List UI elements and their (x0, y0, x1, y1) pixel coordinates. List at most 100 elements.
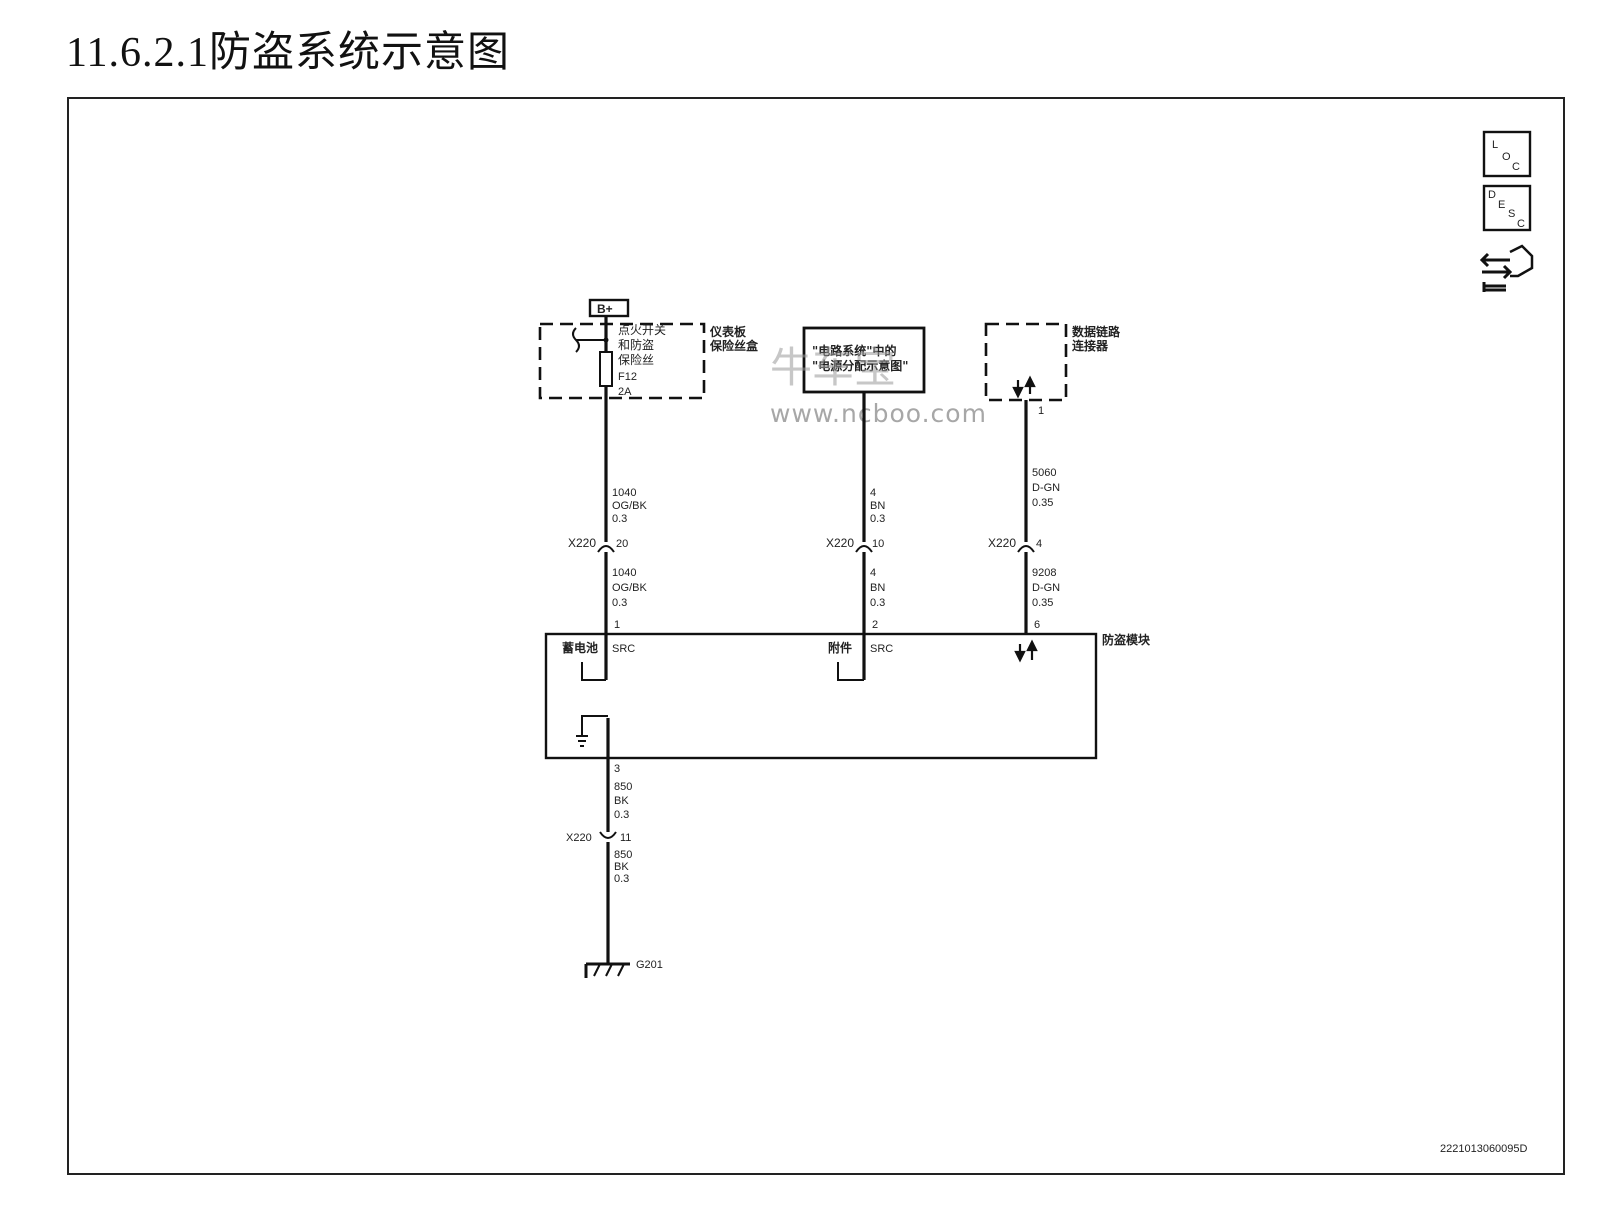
svg-text:保险丝: 保险丝 (618, 352, 654, 367)
svg-text:X220: X220 (568, 536, 596, 550)
wire-label-left-upper: 1040 OG/BK 0.3 (612, 487, 648, 525)
dlc-label: 数据链路 连接器 (1072, 324, 1121, 353)
svg-text:0.35: 0.35 (1032, 497, 1053, 509)
wire-label-mid-upper: 4 BN 0.3 (870, 487, 885, 525)
fuse-f12 (599, 351, 613, 387)
connector-ground: X220 11 (566, 832, 631, 844)
svg-text:附件: 附件 (828, 640, 852, 655)
svg-text:850: 850 (614, 849, 632, 861)
svg-text:4: 4 (870, 487, 876, 499)
svg-text:BN: BN (870, 500, 885, 512)
connector-right: X220 4 (988, 536, 1042, 550)
svg-text:4: 4 (870, 567, 876, 579)
svg-text:4: 4 (1036, 538, 1042, 550)
svg-text:C: C (1517, 218, 1525, 230)
anti-theft-module-label: 防盗模块 (1102, 632, 1151, 647)
hand-wrench-arrows-icon[interactable] (1479, 244, 1534, 292)
wire-label-mid-lower: 4 BN 0.3 (870, 567, 885, 609)
svg-text:850: 850 (614, 781, 632, 793)
fuse-block-label: 仪表板 保险丝盒 (709, 324, 759, 353)
data-link-connector-outline (984, 322, 1068, 402)
svg-text:点火开关: 点火开关 (618, 323, 666, 337)
svg-text:11: 11 (620, 832, 631, 844)
watermark-cn: 牛车宝 (770, 343, 896, 392)
wire-label-ground-upper: 850 BK 0.3 (614, 781, 632, 821)
module-pin-6: 6 (1034, 619, 1040, 631)
connector-middle: X220 10 (826, 536, 884, 550)
svg-text:1040: 1040 (612, 487, 636, 499)
svg-text:D: D (1488, 189, 1496, 201)
svg-text:"电源分配示意图": "电源分配示意图" (812, 358, 909, 373)
svg-text:D-GN: D-GN (1032, 582, 1060, 594)
svg-text:O: O (1502, 151, 1511, 163)
dlc-pin: 1 (1038, 405, 1044, 417)
diagram-id: 2221013060095D (1440, 1143, 1528, 1155)
wire-label-right-upper: 5060 D-GN 0.35 (1032, 467, 1060, 509)
svg-text:仪表板: 仪表板 (709, 324, 747, 339)
fuse-block-outline (538, 322, 706, 400)
svg-text:2A: 2A (618, 386, 632, 398)
svg-text:0.3: 0.3 (870, 597, 885, 609)
svg-text:L: L (1492, 139, 1498, 151)
module-pin-3: 3 (614, 763, 620, 775)
wire-middle (855, 392, 873, 680)
svg-text:BK: BK (614, 861, 629, 873)
svg-text:9208: 9208 (1032, 567, 1056, 579)
dlc-bidirectional-arrows-icon (1012, 375, 1036, 399)
module-data-arrows-icon (1014, 639, 1038, 663)
wire-ground (599, 718, 617, 964)
svg-text:0.35: 0.35 (1032, 597, 1053, 609)
module-pin-1: 1 (614, 619, 620, 631)
svg-text:BN: BN (870, 582, 885, 594)
svg-text:OG/BK: OG/BK (612, 500, 648, 512)
svg-text:和防盗: 和防盗 (618, 337, 654, 352)
connector-left: X220 20 (568, 536, 628, 550)
wire-label-right-lower: 9208 D-GN 0.35 (1032, 567, 1060, 609)
svg-text:OG/BK: OG/BK (612, 582, 648, 594)
ground-g201-icon (584, 962, 630, 978)
ground-point-label: G201 (636, 959, 663, 971)
watermark-url: www.ncboo.com (770, 399, 987, 428)
svg-text:5060: 5060 (1032, 467, 1056, 479)
svg-text:保险丝盒: 保险丝盒 (709, 338, 759, 353)
svg-text:X220: X220 (826, 536, 854, 550)
svg-text:E: E (1498, 199, 1505, 211)
loc-icon[interactable]: L O C (1482, 130, 1532, 178)
wire-left (597, 316, 615, 680)
svg-text:20: 20 (616, 538, 628, 550)
svg-text:D-GN: D-GN (1032, 482, 1060, 494)
svg-text:连接器: 连接器 (1072, 338, 1109, 353)
svg-text:0.3: 0.3 (614, 873, 629, 885)
svg-text:B+: B+ (597, 302, 613, 316)
fuse-labels: 点火开关 和防盗 保险丝 F12 2A (618, 323, 666, 398)
wire-label-left-lower: 1040 OG/BK 0.3 (612, 567, 648, 609)
svg-text:10: 10 (872, 538, 884, 550)
module-pin-2: 2 (872, 619, 878, 631)
svg-text:数据链路: 数据链路 (1072, 324, 1121, 339)
battery-positive-terminal: B+ (588, 298, 630, 318)
svg-text:SRC: SRC (612, 643, 635, 655)
svg-text:F12: F12 (618, 371, 637, 383)
svg-text:蓄电池: 蓄电池 (562, 640, 598, 655)
svg-text:0.3: 0.3 (612, 597, 627, 609)
svg-text:0.3: 0.3 (870, 513, 885, 525)
svg-text:1040: 1040 (612, 567, 636, 579)
svg-text:X220: X220 (988, 536, 1016, 550)
svg-text:0.3: 0.3 (614, 809, 629, 821)
svg-text:S: S (1508, 208, 1515, 220)
page-title: 11.6.2.1防盗系统示意图 (66, 30, 510, 76)
svg-text:SRC: SRC (870, 643, 893, 655)
svg-text:X220: X220 (566, 832, 592, 844)
module-battery-input: 蓄电池 SRC (562, 640, 635, 681)
desc-icon[interactable]: D E S C (1482, 184, 1532, 232)
module-ground-icon (576, 715, 608, 747)
diagram-frame (67, 97, 1565, 1175)
switch-symbol (572, 327, 609, 353)
wire-right (1017, 400, 1035, 634)
anti-theft-module (544, 632, 1098, 760)
svg-text:0.3: 0.3 (612, 513, 627, 525)
svg-text:C: C (1512, 161, 1520, 173)
module-accessory-input: 附件 SRC (828, 640, 893, 681)
svg-text:BK: BK (614, 795, 629, 807)
